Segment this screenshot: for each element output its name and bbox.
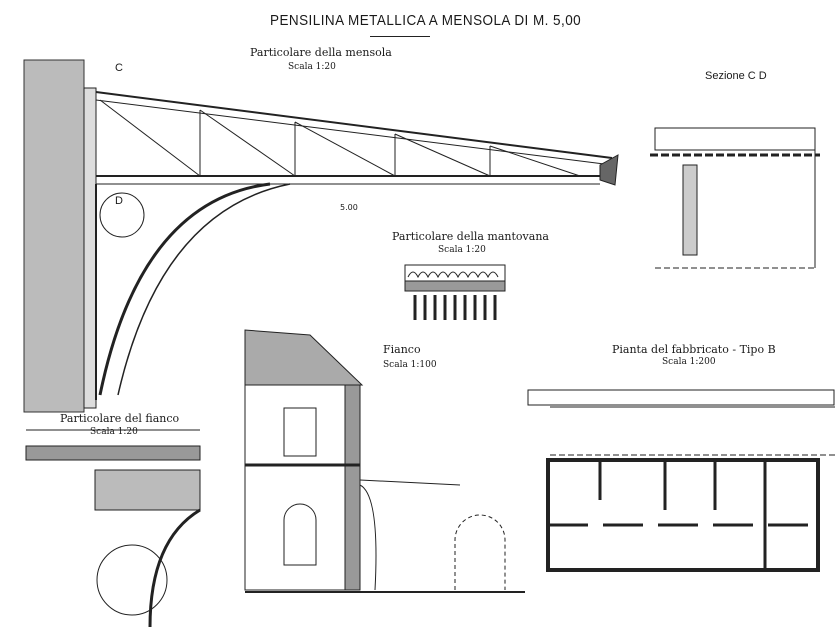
mensola-label: Particolare della mensola	[250, 46, 392, 59]
curved-bracket	[98, 182, 271, 396]
sezione-drawing	[650, 127, 820, 269]
mantovana-drawing	[404, 264, 506, 320]
pianta-drawing	[527, 389, 835, 572]
mantovana-scale: Scala 1:20	[438, 245, 486, 255]
mantovana-label: Particolare della mantovana	[392, 230, 549, 243]
fianco-label: Fianco	[383, 343, 421, 356]
fianco-scale: Scala 1:100	[383, 360, 437, 370]
marker-c: C	[115, 62, 123, 74]
roof-line	[95, 91, 613, 159]
particolare-fianco-scale: Scala 1:20	[90, 427, 138, 437]
pianta-scale: Scala 1:200	[662, 357, 716, 367]
bracket-ring	[99, 192, 145, 238]
span-dimension: 5.00	[340, 203, 358, 212]
particolare-fianco-drawing	[25, 429, 201, 627]
pianta-label: Pianta del fabbricato - Tipo B	[612, 343, 776, 356]
wall-section	[23, 59, 85, 413]
fianco-drawing	[244, 329, 525, 593]
mensola-drawing	[23, 59, 619, 413]
mensola-scale: Scala 1:20	[288, 62, 336, 72]
title-underline	[370, 36, 430, 37]
drawing-title: PENSILINA METALLICA A MENSOLA DI M. 5,00	[270, 12, 582, 29]
particolare-fianco-label: Particolare del fianco	[60, 412, 180, 425]
sezione-label: Sezione C D	[705, 70, 767, 82]
marker-d: D	[115, 195, 123, 207]
